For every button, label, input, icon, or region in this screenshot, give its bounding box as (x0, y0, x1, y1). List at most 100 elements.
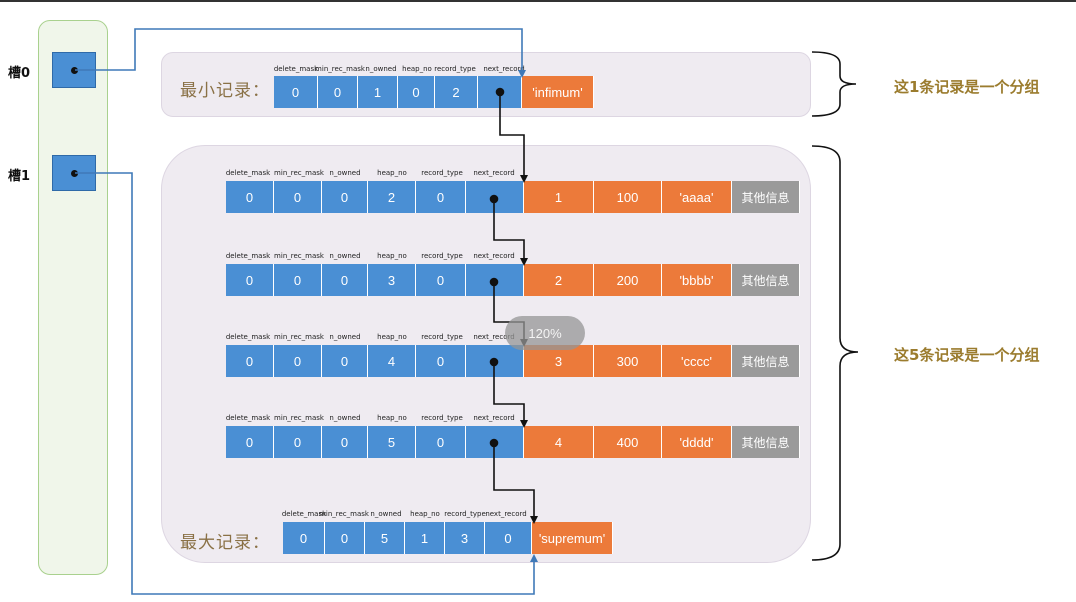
infimum-header-min-rec-mask: min_rec_mask (315, 65, 365, 73)
slot-0-pointer-dot (71, 67, 78, 74)
record-3-delete-mask-cell: 0 (226, 345, 274, 377)
record-4-header-n-owned: n_owned (329, 414, 361, 422)
supremum-name-cell: 'supremum' (532, 522, 613, 554)
record-3-next-record-cell (466, 345, 524, 377)
record-3-heap-no-cell: 4 (368, 345, 416, 377)
record-1-header-heap-no: heap_no (377, 169, 407, 177)
supremum-heap-no-cell: 1 (405, 522, 445, 554)
infimum-header-n-owned: n_owned (365, 65, 397, 73)
record-4-header-record-type: record_type (421, 414, 463, 422)
supremum-header-record-type: record_type (444, 510, 486, 518)
record-1-text-cell: 'aaaa' (662, 181, 732, 213)
record-2-heap-no-cell: 3 (368, 264, 416, 296)
record-4-min-rec-mask-cell: 0 (274, 426, 322, 458)
record-4-header-delete-mask: delete_mask (225, 414, 271, 422)
record-2-header-n-owned: n_owned (329, 252, 361, 260)
record-1-id-cell: 1 (524, 181, 594, 213)
record-4-delete-mask-cell: 0 (226, 426, 274, 458)
record-3-min-rec-mask-cell: 0 (274, 345, 322, 377)
record-1-value-cell: 100 (594, 181, 662, 213)
infimum-delete-mask-cell: 0 (274, 76, 318, 108)
infimum-next-record-cell (478, 76, 522, 108)
record-4-record-type-cell: 0 (416, 426, 466, 458)
record-3-id-cell: 3 (524, 345, 594, 377)
record-1-record-type-cell: 0 (416, 181, 466, 213)
record-2-value-cell: 200 (594, 264, 662, 296)
record-4-next-record-cell (466, 426, 524, 458)
record-4-text-cell: 'dddd' (662, 426, 732, 458)
supremum-n-owned-cell: 5 (365, 522, 405, 554)
record-2-min-rec-mask-cell: 0 (274, 264, 322, 296)
supremum-header-n-owned: n_owned (370, 510, 402, 518)
record-1-next-record-cell (466, 181, 524, 213)
record-2-record-type-cell: 0 (416, 264, 466, 296)
record-4-header-next-record: next_record (473, 414, 515, 422)
infimum-record-type-cell: 2 (435, 76, 478, 108)
top-border-line (0, 0, 1076, 2)
record-3-n-owned-cell: 0 (322, 345, 368, 377)
record-3-header-heap-no: heap_no (377, 333, 407, 341)
record-1-heap-no-cell: 2 (368, 181, 416, 213)
record-3-value-cell: 300 (594, 345, 662, 377)
record-4-value-cell: 400 (594, 426, 662, 458)
record-4-id-cell: 4 (524, 426, 594, 458)
supremum-min-rec-mask-cell: 0 (325, 522, 365, 554)
record-2-n-owned-cell: 0 (322, 264, 368, 296)
record-1-header-delete-mask: delete_mask (225, 169, 271, 177)
record-4-header-heap-no: heap_no (377, 414, 407, 422)
record-1-delete-mask-cell: 0 (226, 181, 274, 213)
supremum-header-heap-no: heap_no (410, 510, 440, 518)
slot-1-label: 槽1 (8, 169, 31, 184)
record-2-header-delete-mask: delete_mask (225, 252, 271, 260)
record-1-header-n-owned: n_owned (329, 169, 361, 177)
infimum-name-cell: 'infimum' (522, 76, 594, 108)
infimum-heap-no-cell: 0 (398, 76, 435, 108)
supremum-header-min-rec-mask: min_rec_mask (319, 510, 369, 518)
slot-1-pointer-dot (71, 170, 78, 177)
slot-0-label: 槽0 (8, 66, 31, 81)
supremum-label: 最大记录： (180, 533, 270, 553)
group-1-label: 这1条记录是一个分组 (894, 78, 1040, 96)
record-2-next-record-cell (466, 264, 524, 296)
record-3-header-min-rec-mask: min_rec_mask (274, 333, 324, 341)
infimum-min-rec-mask-cell: 0 (318, 76, 358, 108)
record-2-text-cell: 'bbbb' (662, 264, 732, 296)
record-2-delete-mask-cell: 0 (226, 264, 274, 296)
record-3-text-cell: 'cccc' (662, 345, 732, 377)
record-2-header-heap-no: heap_no (377, 252, 407, 260)
infimum-header-next-record: next_record (483, 65, 525, 73)
infimum-n-owned-cell: 1 (358, 76, 398, 108)
record-4-heap-no-cell: 5 (368, 426, 416, 458)
zoom-indicator: 120% (505, 316, 585, 350)
record-3-header-record-type: record_type (421, 333, 463, 341)
page-directory-column (38, 20, 108, 575)
supremum-next-record-cell: 0 (485, 522, 532, 554)
record-2-id-cell: 2 (524, 264, 594, 296)
record-3-header-n-owned: n_owned (329, 333, 361, 341)
record-2-header-record-type: record_type (421, 252, 463, 260)
infimum-header-heap-no: heap_no (402, 65, 432, 73)
record-1-n-owned-cell: 0 (322, 181, 368, 213)
record-3-record-type-cell: 0 (416, 345, 466, 377)
record-4-other-info-cell: 其他信息 (732, 426, 800, 458)
supremum-record-type-cell: 3 (445, 522, 485, 554)
record-3-header-delete-mask: delete_mask (225, 333, 271, 341)
record-1-header-next-record: next_record (473, 169, 515, 177)
record-4-n-owned-cell: 0 (322, 426, 368, 458)
record-2-other-info-cell: 其他信息 (732, 264, 800, 296)
group-2-label: 这5条记录是一个分组 (894, 346, 1040, 364)
record-2-header-min-rec-mask: min_rec_mask (274, 252, 324, 260)
record-1-other-info-cell: 其他信息 (732, 181, 800, 213)
brace-group-2 (811, 145, 859, 561)
infimum-header-delete-mask: delete_mask (273, 65, 319, 73)
supremum-delete-mask-cell: 0 (283, 522, 325, 554)
record-1-min-rec-mask-cell: 0 (274, 181, 322, 213)
infimum-label: 最小记录： (180, 81, 270, 101)
brace-group-1 (811, 51, 857, 117)
record-2-header-next-record: next_record (473, 252, 515, 260)
record-1-header-min-rec-mask: min_rec_mask (274, 169, 324, 177)
record-3-other-info-cell: 其他信息 (732, 345, 800, 377)
record-4-header-min-rec-mask: min_rec_mask (274, 414, 324, 422)
supremum-header-next-record: next_record (485, 510, 527, 518)
infimum-header-record-type: record_type (434, 65, 476, 73)
